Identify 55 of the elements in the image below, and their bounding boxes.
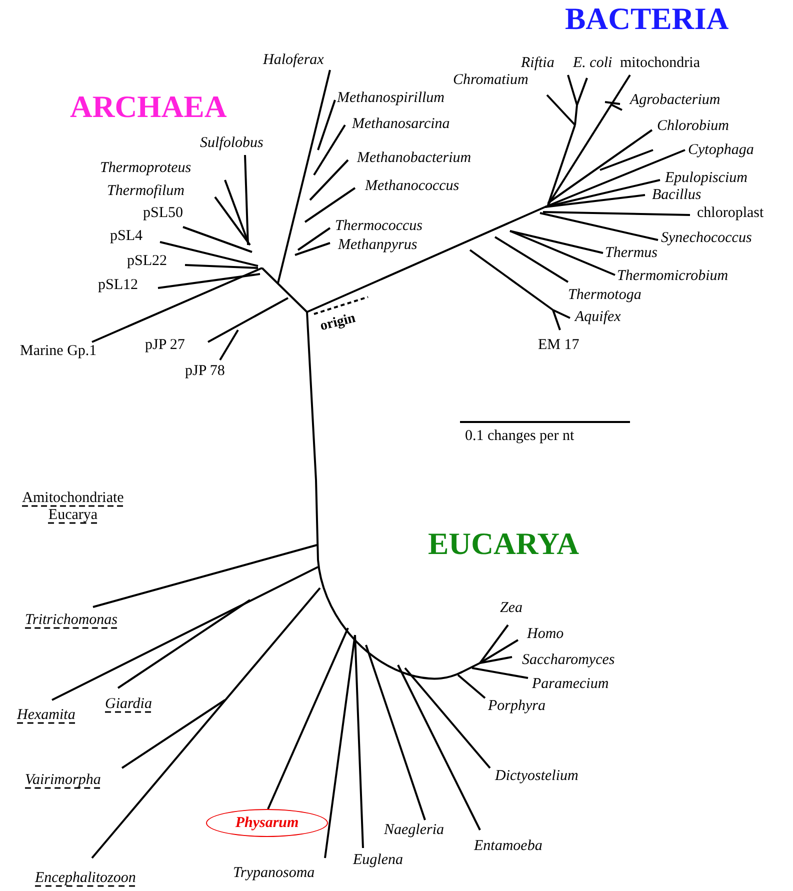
- taxon-label: E. coli: [573, 55, 612, 72]
- taxon-label: Tritrichomonas: [25, 612, 118, 629]
- taxon-label: Naegleria: [384, 822, 444, 839]
- taxon-label: Thermoproteus: [100, 160, 192, 177]
- taxon-label: Thermus: [605, 245, 658, 262]
- domain-heading: EUCARYA: [428, 527, 580, 561]
- taxon-label: Zea: [500, 600, 522, 617]
- taxon-label: Agrobacterium: [630, 92, 720, 109]
- taxon-label: Homo: [527, 626, 564, 643]
- domain-heading: BACTERIA: [565, 2, 729, 36]
- taxon-label: pSL12: [98, 277, 138, 294]
- taxon-label: Dictyostelium: [495, 768, 578, 785]
- taxon-label: Methanobacterium: [357, 150, 472, 167]
- taxon-label: Giardia: [105, 696, 152, 713]
- taxon-label: Thermomicrobium: [617, 268, 728, 285]
- taxon-label: Epulopiscium: [665, 170, 748, 187]
- taxon-label: Methanococcus: [365, 178, 460, 195]
- taxon-label: Marine Gp.1: [20, 343, 97, 360]
- taxon-label: Sulfolobus: [200, 135, 264, 152]
- taxon-label: Entamoeba: [474, 838, 542, 855]
- taxon-label: Saccharomyces: [522, 652, 615, 669]
- taxon-label: Euglena: [353, 852, 403, 869]
- group-label: Amitochondriate Eucarya: [21, 490, 125, 524]
- taxon-label: Thermotoga: [568, 287, 642, 304]
- taxon-label: Bacillus: [652, 187, 702, 204]
- taxon-label: Haloferax: [263, 52, 324, 69]
- taxon-label: Aquifex: [575, 309, 621, 326]
- taxon-label: pJP 27: [145, 337, 185, 354]
- taxon-label: Chlorobium: [657, 118, 729, 135]
- taxon-label: Synechococcus: [661, 230, 752, 247]
- taxon-label: pSL50: [143, 205, 184, 222]
- highlighted-taxon-ellipse: Physarum: [206, 809, 328, 837]
- taxon-label: pSL4: [110, 228, 143, 245]
- taxon-label: Thermofilum: [107, 183, 185, 200]
- taxon-label: pSL22: [127, 253, 168, 270]
- taxon-label: Thermococcus: [335, 218, 422, 235]
- taxon-label: Chromatium: [453, 72, 528, 89]
- taxon-label: pJP 78: [185, 363, 225, 380]
- scale-label: 0.1 changes per nt: [465, 428, 574, 445]
- taxon-label: Methanospirillum: [337, 90, 444, 107]
- taxon-label: Trypanosoma: [233, 865, 315, 882]
- taxon-label: Riftia: [521, 55, 554, 72]
- taxon-label: EM 17: [538, 337, 580, 354]
- taxon-label: chloroplast: [697, 205, 764, 222]
- origin-label: origin: [318, 310, 358, 336]
- taxon-label: Hexamita: [17, 707, 76, 724]
- taxon-label: Cytophaga: [688, 142, 754, 159]
- taxon-label: mitochondria: [620, 55, 700, 72]
- taxon-label: Porphyra: [488, 698, 546, 715]
- taxon-label: Encephalitozoon: [35, 870, 136, 887]
- taxon-label: Vairimorpha: [25, 772, 101, 789]
- taxon-label: Methanpyrus: [338, 237, 418, 254]
- domain-heading: ARCHAEA: [70, 90, 227, 124]
- taxon-label: Methanosarcina: [352, 116, 450, 133]
- taxon-label: Paramecium: [532, 676, 609, 693]
